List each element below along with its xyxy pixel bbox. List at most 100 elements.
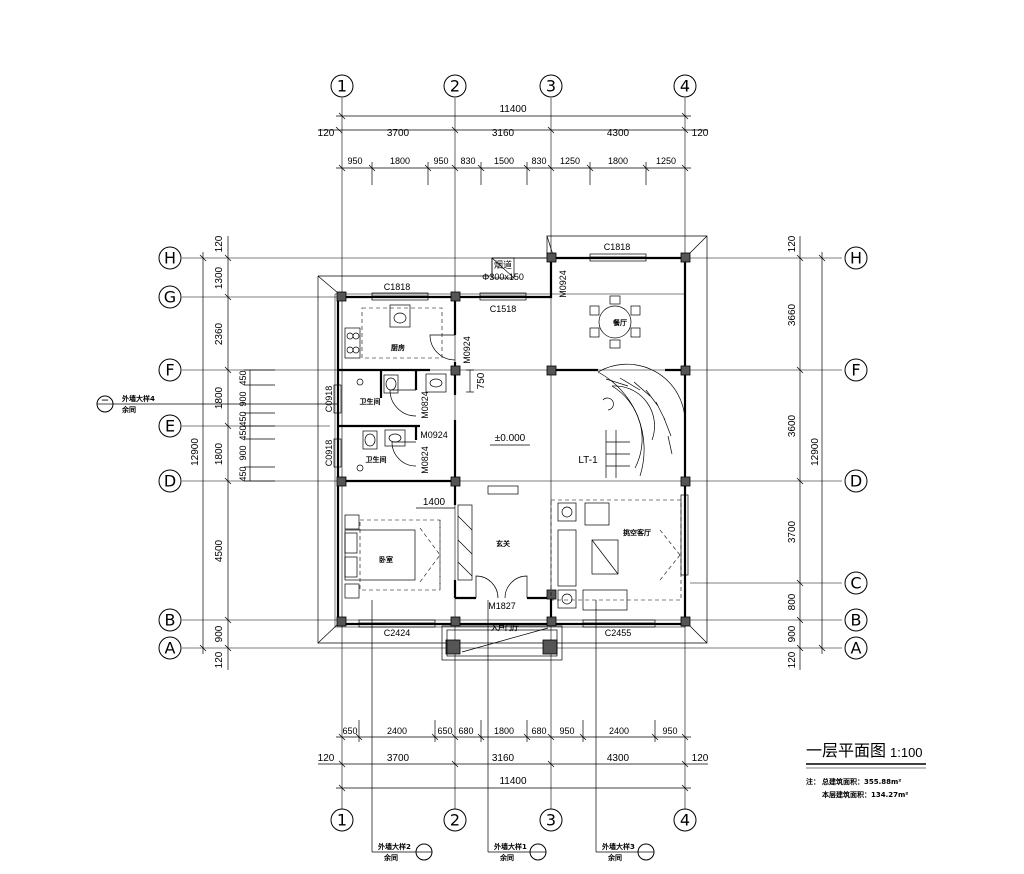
axis-bubble-1-top: 1 bbox=[330, 74, 354, 98]
dim-bottom-detail-2: 2400 bbox=[387, 726, 407, 736]
dim-left-detail-4: 450 bbox=[238, 425, 248, 440]
tag-m0924-a: M0924 bbox=[558, 270, 568, 298]
svg-text:A: A bbox=[165, 639, 176, 658]
detail-bottom-2-sub: 余同 bbox=[499, 853, 514, 862]
dim-left-span-7: 900 bbox=[214, 625, 225, 642]
dim-top-span-1: 3700 bbox=[387, 128, 410, 139]
dim-bottom-span-1: 3700 bbox=[387, 753, 410, 764]
grid-lines bbox=[182, 98, 842, 812]
tag-c0918-a: C0918 bbox=[324, 386, 334, 413]
dim-top-detail-8: 1800 bbox=[608, 156, 628, 166]
detail-ref-left: — 外墙大样4 余同 bbox=[96, 394, 338, 414]
tag-c2424: C2424 bbox=[384, 628, 411, 638]
dim-right-span-2: 3660 bbox=[787, 303, 798, 326]
dim-left-span-8: 120 bbox=[214, 651, 225, 668]
room-living: 挑空客厅 bbox=[623, 528, 651, 537]
tag-flue-line1: 烟道 bbox=[494, 259, 512, 270]
axis-bubble-3-bottom: 3 bbox=[539, 808, 563, 832]
detail-ref-bottom-1: 外墙大样2 余同 bbox=[371, 600, 433, 862]
detail-left-label: 外墙大样4 bbox=[122, 394, 155, 403]
svg-text:2: 2 bbox=[450, 811, 460, 830]
dim-top-span-3: 4300 bbox=[607, 128, 630, 139]
svg-text:C: C bbox=[850, 574, 861, 593]
tag-c1818-right: C1818 bbox=[604, 242, 631, 252]
dim-bottom-detail-9: 950 bbox=[662, 726, 677, 736]
axis-bubbles-top: 1 2 3 4 bbox=[330, 74, 697, 98]
axis-bubble-F-right: F bbox=[844, 358, 868, 382]
detail-bottom-1-sub: 余同 bbox=[383, 853, 398, 862]
dim-bottom-detail-1: 650 bbox=[342, 726, 357, 736]
axis-bubbles-right: H F D C B A bbox=[844, 246, 868, 660]
axis-bubble-2-top: 2 bbox=[443, 74, 467, 98]
axis-bubble-4-bottom: 4 bbox=[673, 808, 697, 832]
note-total-area: 总建筑面积：355.88m² bbox=[822, 777, 901, 786]
dim-left-detail-3: 450 bbox=[238, 411, 248, 426]
drawing-scale: 1:100 bbox=[890, 745, 923, 760]
tag-c1818-left: C1818 bbox=[384, 282, 411, 292]
dim-top-detail-1: 950 bbox=[347, 156, 362, 166]
svg-text:F: F bbox=[851, 361, 860, 380]
tag-m0824-b: M0824 bbox=[420, 446, 430, 474]
svg-text:3: 3 bbox=[546, 811, 556, 830]
room-bath-1: 卫生间 bbox=[360, 397, 381, 406]
svg-text:F: F bbox=[165, 361, 174, 380]
furniture bbox=[344, 257, 682, 611]
svg-text:4: 4 bbox=[680, 77, 690, 96]
svg-text:B: B bbox=[165, 611, 176, 630]
axis-bubble-G-left: G bbox=[158, 285, 182, 309]
dim-top-detail-7: 1250 bbox=[560, 156, 580, 166]
tag-m0924-b: M0924 bbox=[462, 336, 472, 364]
svg-text:1: 1 bbox=[337, 811, 347, 830]
interior-dimensions: 750 1400 bbox=[416, 369, 487, 509]
spiral-stair bbox=[597, 363, 686, 478]
tag-flue-line2: Φ300x150 bbox=[482, 272, 524, 282]
tag-m0824-a: M0824 bbox=[420, 391, 430, 419]
svg-text:B: B bbox=[851, 611, 862, 630]
dim-left-span-3: 2360 bbox=[214, 322, 225, 345]
dim-top-detail-6: 830 bbox=[531, 156, 546, 166]
dim-bottom-span-2: 3160 bbox=[492, 753, 515, 764]
axis-bubble-B-right: B bbox=[844, 608, 868, 632]
dim-top-edge-right: 120 bbox=[692, 128, 709, 139]
svg-text:H: H bbox=[164, 249, 176, 268]
dim-top-detail-9: 1250 bbox=[656, 156, 676, 166]
tag-c2455: C2455 bbox=[605, 628, 632, 638]
tag-level: ±0.000 bbox=[495, 433, 526, 444]
windows bbox=[333, 253, 689, 628]
dim-right-span-5: 800 bbox=[787, 593, 798, 610]
detail-bottom-3-label: 外墙大样3 bbox=[602, 842, 635, 851]
axis-bubble-H-left: H bbox=[158, 246, 182, 270]
dim-left-detail-1: 450 bbox=[238, 370, 248, 385]
detail-ref-bottom-2: 外墙大样1 余同 bbox=[487, 600, 547, 862]
dimension-top: 11400 120 120 3700 3160 4300 950 1800 95… bbox=[318, 104, 709, 185]
axis-bubble-2-bottom: 2 bbox=[443, 808, 467, 832]
dimension-left: 120 1300 2360 1800 1800 4500 900 120 129… bbox=[190, 235, 275, 670]
svg-text:E: E bbox=[165, 417, 175, 436]
svg-text:2: 2 bbox=[450, 77, 460, 96]
svg-text:4: 4 bbox=[680, 811, 690, 830]
opening-tags: C1818 C1818 C1518 C2424 C2455 C0918 C091… bbox=[324, 242, 631, 638]
dim-left-detail-2: 900 bbox=[238, 391, 248, 406]
tag-c0918-b: C0918 bbox=[324, 440, 334, 467]
dim-left-span-5: 1800 bbox=[214, 442, 225, 465]
dim-bottom-detail-6: 680 bbox=[531, 726, 546, 736]
room-bedroom: 卧室 bbox=[379, 555, 393, 564]
dim-top-total: 11400 bbox=[499, 104, 527, 115]
drawing-title: 一层平面图 bbox=[806, 741, 886, 760]
axis-bubble-A-right: A bbox=[844, 636, 868, 660]
room-labels: 厨房 餐厅 卫生间 卫生间 卧室 玄关 挑空客厅 入户门厅 bbox=[360, 318, 652, 632]
axis-bubble-H-right: H bbox=[844, 246, 868, 270]
axis-bubble-3-top: 3 bbox=[539, 74, 563, 98]
axis-bubble-D-left: D bbox=[158, 469, 182, 493]
note-prefix: 注： bbox=[806, 777, 820, 786]
axis-bubble-D-right: D bbox=[844, 469, 868, 493]
room-entry: 入户门厅 bbox=[490, 623, 519, 632]
dim-top-span-2: 3160 bbox=[492, 128, 515, 139]
axis-bubble-A-left: A bbox=[158, 636, 182, 660]
tag-m1827: M1827 bbox=[488, 601, 516, 611]
dim-bottom-edge-right: 120 bbox=[692, 753, 709, 764]
detail-bottom-2-label: 外墙大样1 bbox=[494, 842, 527, 851]
dim-bottom-detail-4: 680 bbox=[458, 726, 473, 736]
dim-top-detail-2: 1800 bbox=[390, 156, 410, 166]
